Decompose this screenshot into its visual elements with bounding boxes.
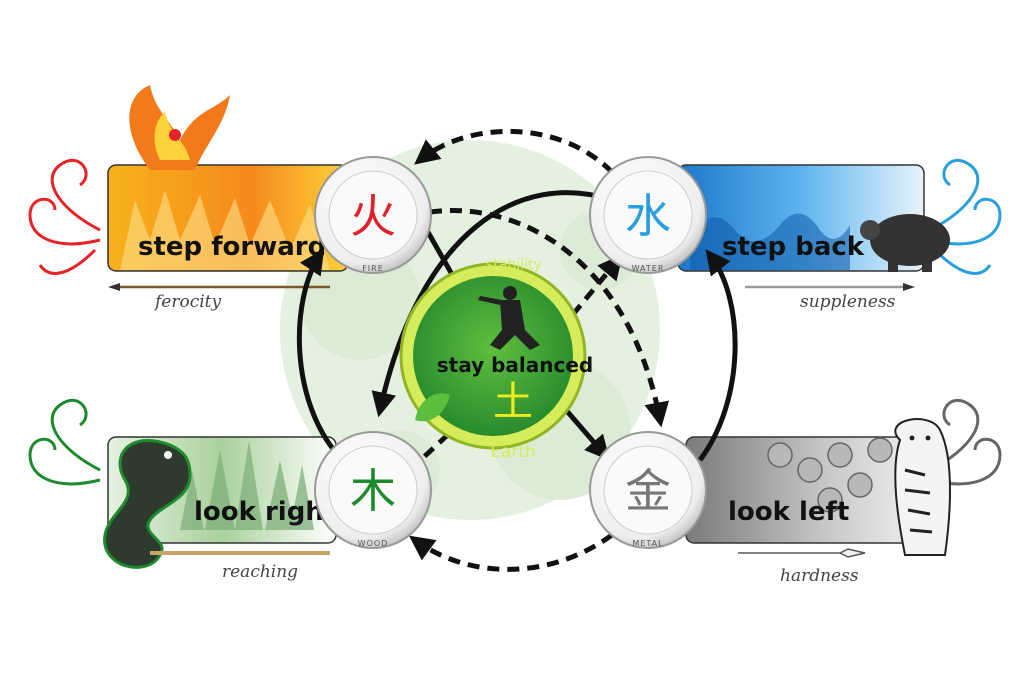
spear-water — [745, 283, 915, 291]
metal-disc — [589, 431, 707, 549]
metal-glyph: 金 — [625, 464, 671, 518]
fire-disc — [314, 156, 432, 274]
earth-quality-label: stability — [486, 257, 542, 273]
wood-action-label: look right — [194, 497, 336, 527]
sword-metal — [738, 548, 866, 558]
earth-glyph: 土 — [493, 379, 533, 425]
fire-element-name: FIRE — [362, 264, 384, 273]
water-element-name: WATER — [632, 264, 665, 273]
earth-element-name: Earth — [490, 442, 536, 462]
dragon-icon — [103, 439, 192, 569]
coins-icon — [767, 437, 893, 513]
metal-quality-label: hardness — [780, 566, 859, 586]
earth-center-disc — [399, 262, 587, 450]
fire-glyph: 火 — [350, 189, 396, 243]
metal-element-name: METAL — [632, 539, 663, 548]
phoenix-icon — [129, 85, 230, 170]
wood-glyph: 木 — [350, 464, 396, 518]
metal-swirl-ornament-icon — [929, 398, 1002, 486]
wood-quality-label: reaching — [222, 562, 298, 582]
martial-artist-icon — [478, 286, 540, 350]
wood-disc — [314, 431, 432, 549]
fire-quality-label: ferocity — [153, 292, 222, 312]
spear-fire — [108, 283, 330, 291]
water-glyph: 水 — [625, 189, 671, 243]
earth-action-label: stay balanced — [437, 353, 593, 377]
water-quality-label: suppleness — [800, 292, 896, 312]
water-action-label: step back — [722, 232, 865, 262]
wood-swirl-ornament-icon — [28, 398, 101, 486]
fire-action-label: step forward — [138, 232, 326, 262]
wood-element-name: WOOD — [358, 539, 389, 548]
fire-band — [107, 164, 349, 272]
leaf-icon — [415, 393, 450, 422]
tortoise-icon — [860, 214, 950, 272]
water-disc — [589, 156, 707, 274]
fire-swirl-ornament-icon — [28, 158, 101, 275]
metal-action-label: look left — [728, 497, 849, 527]
water-swirl-ornament-icon — [929, 158, 1002, 275]
tiger-icon — [894, 418, 951, 556]
